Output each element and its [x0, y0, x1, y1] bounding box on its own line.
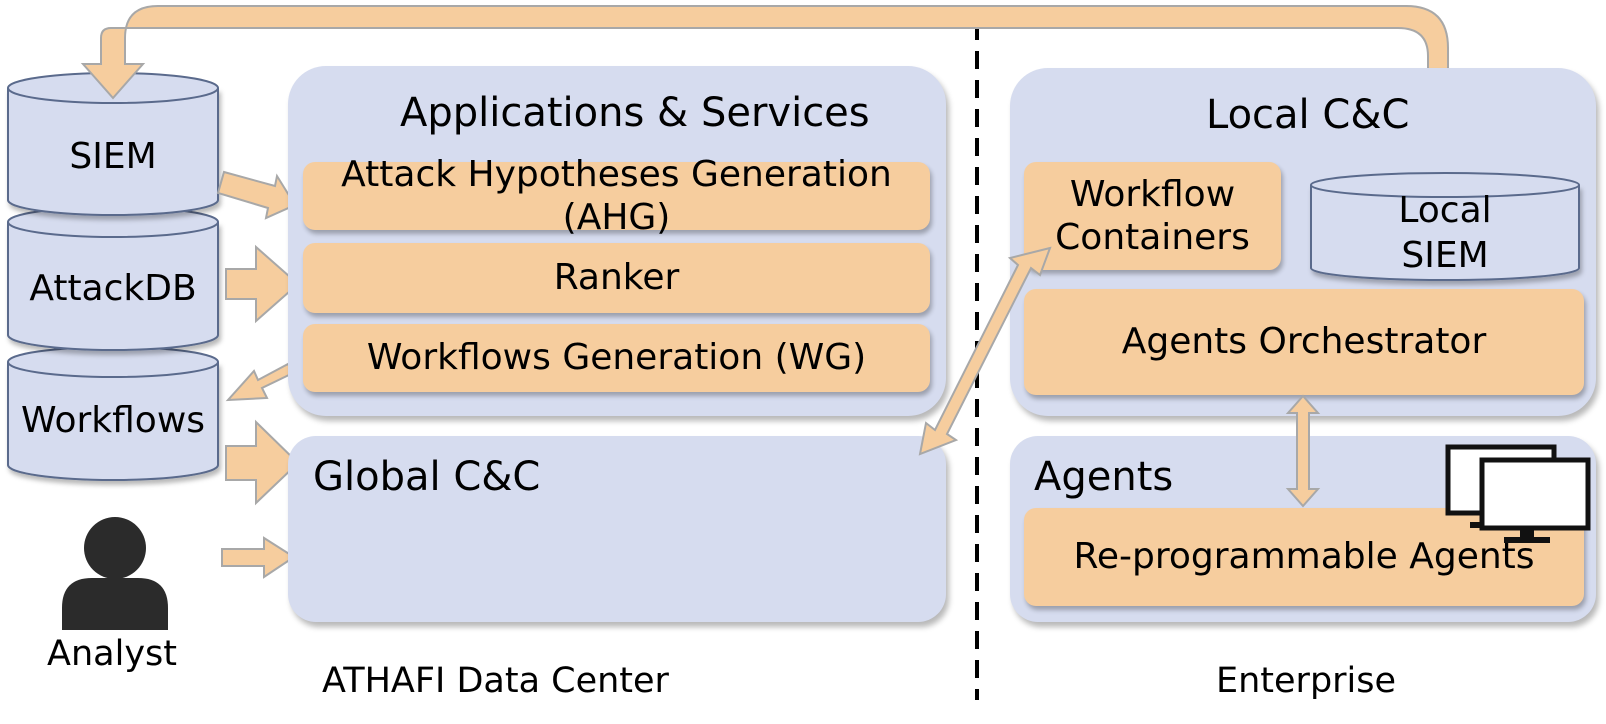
local-siem-line1: Local: [1398, 190, 1492, 231]
datacenter-caption: ATHAFI Data Center: [322, 661, 669, 701]
siem-cylinder: [7, 72, 219, 216]
analyst-label: Analyst: [47, 634, 177, 674]
analyst-person-icon: [62, 517, 168, 630]
agents-orchestrator-box: Agents Orchestrator: [1024, 289, 1584, 395]
local-siem-label: Local SIEM: [1380, 188, 1510, 278]
global-cc-region: Global C&C: [288, 436, 946, 622]
workflows-to-global-arrow: [225, 419, 300, 506]
attackdb-to-ranker-arrow: [225, 244, 300, 324]
reprogrammable-agents-box: Re-programmable Agents: [1024, 508, 1584, 606]
workflow-containers-box: Workflow Containers: [1024, 162, 1281, 270]
workflows-cylinder: [7, 346, 219, 481]
arrows-left: [216, 170, 300, 579]
local-siem-line2: SIEM: [1401, 235, 1489, 276]
siem-to-ahg-arrow: [216, 170, 297, 220]
wg-to-workflows-arrow: [225, 362, 295, 402]
global-cc-title: Global C&C: [313, 454, 541, 500]
attackdb-label: AttackDB: [29, 268, 197, 309]
enterprise-caption: Enterprise: [1216, 661, 1397, 701]
apps-services-title: Applications & Services: [400, 90, 870, 136]
siem-label: SIEM: [69, 136, 157, 177]
workflows-label: Workflows: [20, 400, 206, 441]
analyst-to-global-arrow: [221, 536, 296, 579]
workflow-containers-label: Workflow Containers: [1055, 173, 1250, 258]
database-stack: [7, 72, 219, 481]
local-cc-title: Local C&C: [1206, 92, 1410, 138]
ahg-box: Attack Hypotheses Generation (AHG): [303, 154, 930, 238]
ranker-box: Ranker: [303, 243, 930, 313]
wg-box: Workflows Generation (WG): [303, 324, 930, 392]
agents-title: Agents: [1034, 454, 1174, 500]
feedback-arrow-shape: [80, 5, 1449, 163]
